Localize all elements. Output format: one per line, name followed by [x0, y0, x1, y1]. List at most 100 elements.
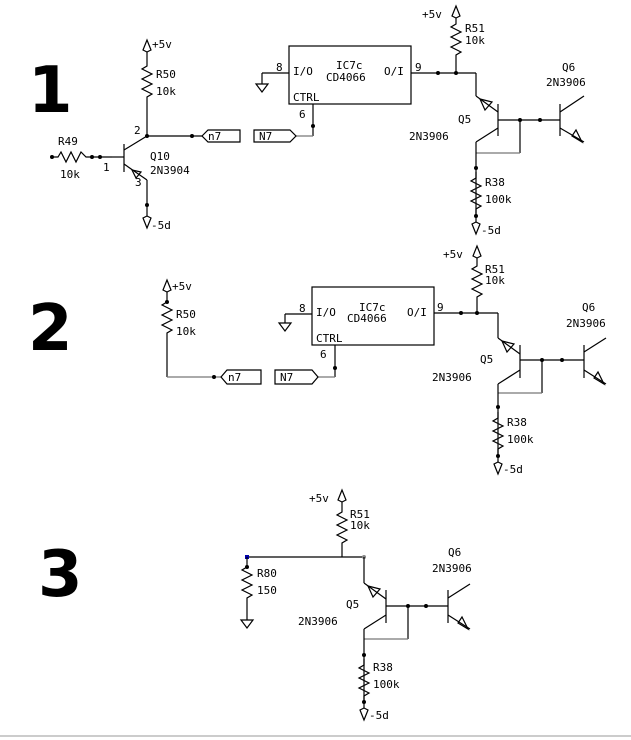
net-tag-n7-label: n7 [228, 371, 241, 384]
supply-arrow [451, 4, 461, 19]
ic7c-block [288, 45, 412, 105]
q6-label: Q6 [562, 61, 575, 74]
pin-9-label: 9 [415, 61, 422, 74]
ground-symbol [277, 322, 293, 332]
q6-type: 2N3906 [566, 317, 606, 330]
q5-type: 2N3906 [432, 371, 472, 384]
q5-type: 2N3906 [298, 615, 338, 628]
resistor-r49 [52, 150, 112, 164]
r50-label: R50 [176, 308, 196, 321]
pin-6-label: 6 [320, 348, 327, 361]
transistor-q6 [447, 583, 471, 631]
q5-label: Q5 [346, 598, 359, 611]
neg-supply-arrow [493, 461, 503, 476]
r51-value: 10k [350, 519, 370, 532]
net-tag-N7 [274, 369, 319, 385]
neg-supply-arrow [471, 221, 481, 236]
ic-part: CD4066 [326, 71, 366, 84]
q6-type: 2N3906 [432, 562, 472, 575]
r80-label: R80 [257, 567, 277, 580]
pin-3-label: 3 [135, 176, 142, 189]
ic-io-left: I/O [316, 306, 336, 319]
ic-name: IC7c [336, 59, 363, 72]
q10-label: Q10 [150, 150, 170, 163]
transistor-q6 [559, 95, 585, 144]
r51-value: 10k [465, 34, 485, 47]
resistor-r51 [470, 258, 484, 313]
r38-value: 100k [373, 678, 400, 691]
r51-label: R51 [350, 508, 370, 521]
resistor-r50 [140, 60, 154, 136]
r51-label: R51 [465, 22, 485, 35]
section-1-circuit: +5v R50 10k 2 n7 R49 10k 1 Q10 2N3904 3 [50, 4, 586, 237]
resistor-r38 [357, 659, 371, 702]
pin-6-label: 6 [299, 108, 306, 121]
pin-9-label: 9 [437, 301, 444, 314]
supply-label: +5v [422, 8, 442, 21]
resistor-r51 [335, 502, 349, 557]
ic-io-left: I/O [293, 65, 313, 78]
section-number-2: 2 [28, 292, 73, 366]
r51-value: 10k [485, 274, 505, 287]
neg-supply-label: -5d [369, 709, 389, 722]
supply-arrow [142, 215, 152, 230]
r51-label: R51 [485, 263, 505, 276]
transistor-q10 [112, 135, 148, 181]
ic-io-right: O/I [384, 65, 404, 78]
net-tag-n7 [220, 369, 262, 385]
net-tag-N7-label: N7 [280, 371, 293, 384]
ic-name: IC7c [359, 301, 386, 314]
r38-label: R38 [485, 176, 505, 189]
q5-type: 2N3906 [409, 130, 449, 143]
r50-label: R50 [156, 68, 176, 81]
net-tag-n7-label: n7 [208, 130, 221, 143]
pin-8-label: 8 [299, 302, 306, 315]
r38-value: 100k [507, 433, 534, 446]
transistor-q5 [475, 95, 499, 143]
r50-value: 10k [176, 325, 196, 338]
resistor-r38 [469, 172, 483, 216]
ground-symbol [239, 619, 255, 629]
neg-supply-label: -5d [151, 219, 171, 232]
net-tag-n7 [201, 129, 241, 143]
r50-value: 10k [156, 85, 176, 98]
pin-2-label: 2 [134, 124, 141, 137]
q5-label: Q5 [480, 353, 493, 366]
r80-value: 150 [257, 584, 277, 597]
r38-label: R38 [373, 661, 393, 674]
resistor-r80 [240, 557, 254, 620]
section-2-circuit: +5v R50 10k n7 IC7c CD4066 I/O O/I CTRL … [160, 244, 607, 476]
pin-1-label: 1 [103, 161, 110, 174]
ic-ctrl: CTRL [293, 91, 320, 104]
supply-arrow [337, 488, 347, 503]
neg-supply-arrow [359, 707, 369, 722]
supply-arrow [472, 244, 482, 259]
section-number-3: 3 [38, 538, 83, 612]
ic-io-right: O/I [407, 306, 427, 319]
resistor-r38 [491, 412, 505, 456]
neg-supply-label: -5d [481, 224, 501, 237]
neg-supply-label: -5d [503, 463, 523, 476]
r49-label: R49 [58, 135, 78, 148]
pin-8-label: 8 [276, 61, 283, 74]
supply-label: +5v [152, 38, 172, 51]
supply-label: +5v [309, 492, 329, 505]
section-3-circuit: +5v R51 10k R80 150 Q5 2N3906 R38 100k [239, 488, 472, 722]
net-tag-N7-label: N7 [259, 130, 272, 143]
q5-label: Q5 [458, 113, 471, 126]
q6-label: Q6 [448, 546, 461, 559]
r38-value: 100k [485, 193, 512, 206]
supply-arrow [142, 38, 152, 60]
resistor-r51 [449, 18, 463, 73]
r38-label: R38 [507, 416, 527, 429]
ground-symbol [254, 83, 270, 93]
section-number-1: 1 [28, 54, 73, 128]
supply-arrow [162, 278, 172, 293]
ic-part: CD4066 [347, 312, 387, 325]
transistor-q5 [363, 582, 387, 630]
supply-label: +5v [172, 280, 192, 293]
net-tag-N7 [253, 129, 297, 143]
ic-ctrl: CTRL [316, 332, 343, 345]
transistor-q6 [583, 337, 607, 386]
